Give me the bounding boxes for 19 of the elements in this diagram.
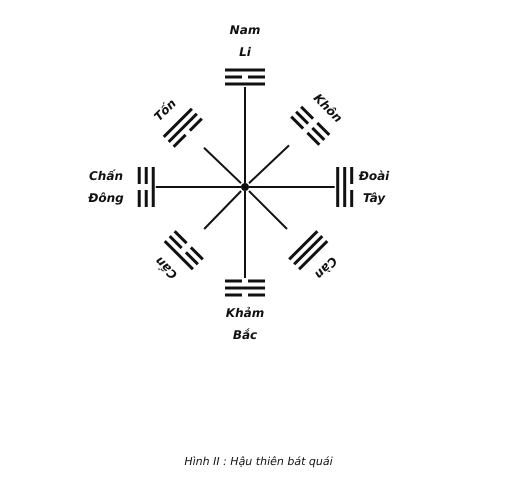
trigram-name: Khảm	[226, 306, 264, 320]
spoke-line	[249, 186, 335, 188]
trigram-name: Đông	[88, 191, 124, 205]
spoke-line	[244, 87, 246, 183]
trigram-name: Tốn	[151, 96, 179, 124]
spoke-line	[244, 191, 246, 278]
trigram-name: Nam	[230, 23, 260, 37]
trigram-name: Tây	[362, 191, 386, 205]
spoke-line	[248, 144, 290, 184]
center-dot	[241, 183, 249, 191]
spoke-line	[156, 186, 241, 188]
spoke-line	[203, 190, 242, 230]
spoke-line	[203, 147, 242, 184]
trigram-name: Chấn	[89, 169, 123, 183]
figure-caption: Hình II : Hậu thiên bát quái	[183, 455, 334, 468]
trigram-name: Đoài	[358, 169, 390, 183]
trigram-name: Li	[239, 45, 251, 59]
spoke-line	[248, 190, 288, 230]
trigram-name: Bắc	[232, 328, 258, 342]
